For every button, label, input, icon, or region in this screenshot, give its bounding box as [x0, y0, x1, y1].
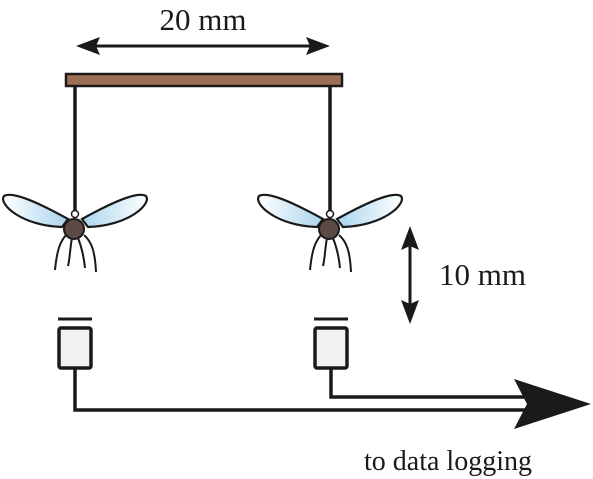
mosquito-head-right	[325, 209, 335, 219]
mosquito-body-left	[63, 218, 85, 240]
height-dimension-label: 10 mm	[439, 257, 526, 292]
mosquito-right	[257, 86, 403, 273]
sensor-right	[313, 317, 349, 370]
data-logging-label: to data logging	[364, 446, 532, 477]
mosquito-body-right	[318, 218, 340, 240]
height-dimension-arrow	[401, 226, 419, 324]
wing-right-outer	[257, 193, 325, 229]
wing-left-outer	[2, 193, 70, 229]
signal-cables	[73, 368, 545, 412]
wing-right-inner	[335, 193, 403, 229]
width-dimension-label: 20 mm	[160, 2, 247, 37]
output-arrowhead	[514, 379, 591, 429]
support-bar	[64, 72, 344, 88]
wing-left-inner	[80, 193, 148, 229]
mosquito-left	[2, 86, 148, 273]
sensor-left	[57, 317, 93, 370]
mosquito-head-left	[70, 209, 80, 219]
width-dimension-arrow	[76, 37, 330, 55]
